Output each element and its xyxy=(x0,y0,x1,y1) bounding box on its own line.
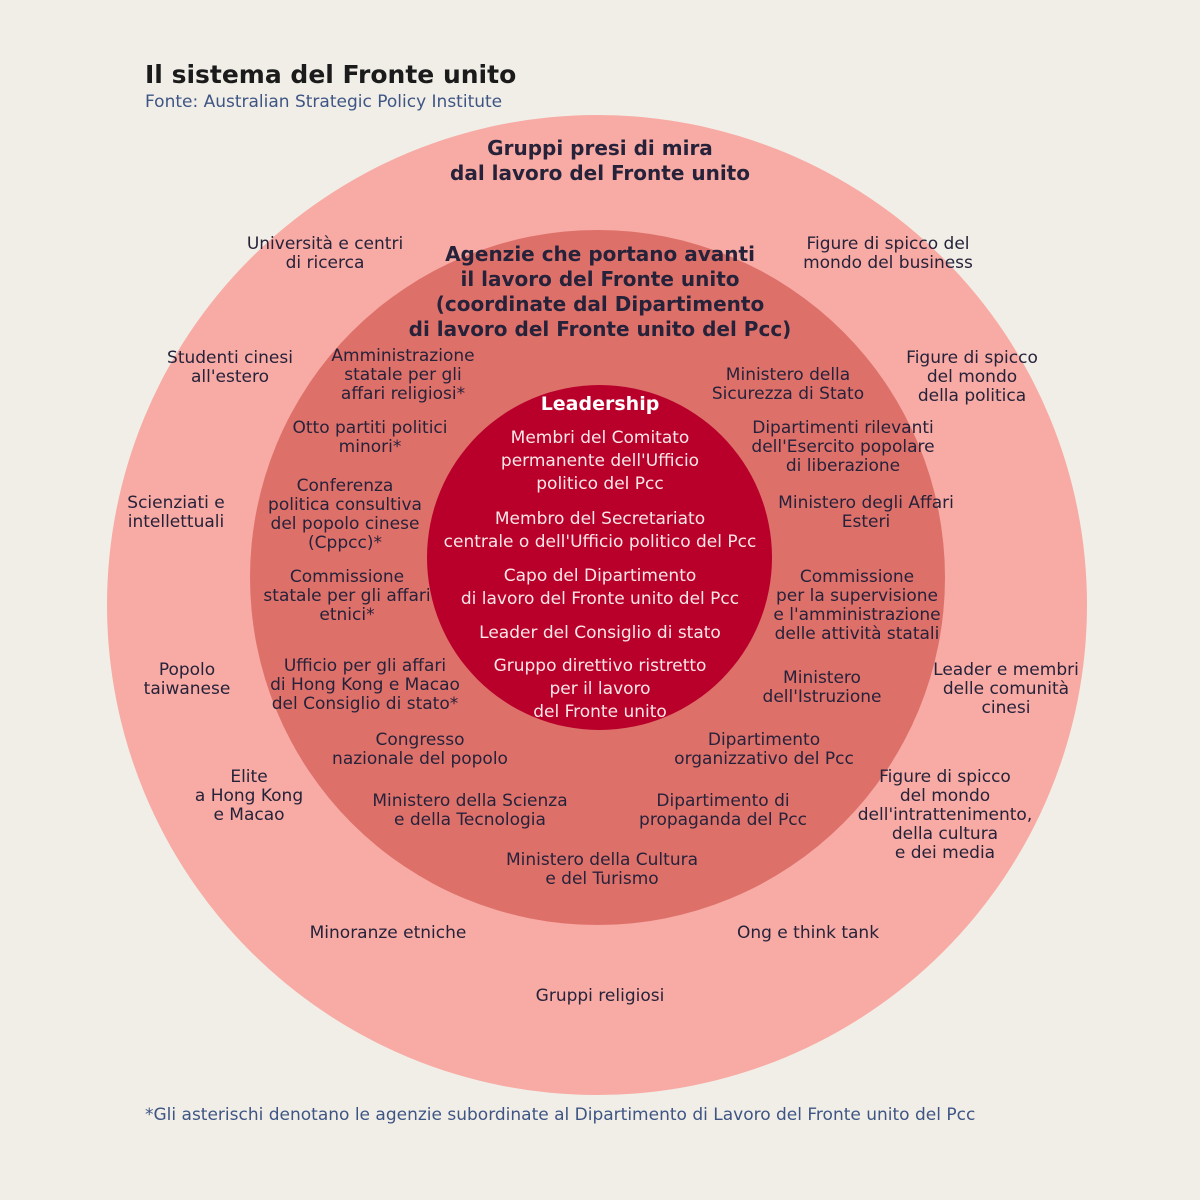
outer-ring-item: Minoranze etniche xyxy=(309,923,467,943)
middle-ring-item: Commissione statale per gli affari etnic… xyxy=(263,567,431,625)
inner-core-leadership xyxy=(427,385,772,730)
leadership-heading: Leadership xyxy=(540,393,660,415)
leadership-item: Membro del Secretariato centrale o dell'… xyxy=(443,509,757,552)
outer-ring-item: Leader e membri delle comunità cinesi xyxy=(933,660,1079,718)
outer-ring-item: Figure di spicco del mondo del business xyxy=(803,234,973,273)
outer-ring-item: Figure di spicco del mondo dell'intratte… xyxy=(857,767,1033,863)
middle-ring-item: Conferenza politica consultiva del popol… xyxy=(268,476,422,553)
diagram-title: Il sistema del Fronte unito xyxy=(145,60,517,89)
outer-ring-item: Scienziati e intellettuali xyxy=(127,493,225,532)
leadership-item: Membri del Comitato permanente dell'Uffi… xyxy=(500,428,700,494)
outer-ring-item: Ong e think tank xyxy=(736,923,880,943)
middle-ring-item: Dipartimento organizzativo del Pcc xyxy=(674,730,854,769)
middle-ring-item: Ufficio per gli affari di Hong Kong e Ma… xyxy=(270,656,460,714)
middle-ring-item: Otto partiti politici minori* xyxy=(292,418,448,457)
diagram-source: Fonte: Australian Strategic Policy Insti… xyxy=(145,92,503,112)
outer-ring-item: Studenti cinesi all'estero xyxy=(167,348,293,387)
middle-ring-item: Dipartimenti rilevanti dell'Esercito pop… xyxy=(751,418,935,476)
footnote: *Gli asterischi denotano le agenzie subo… xyxy=(145,1105,976,1125)
middle-ring-item: Congresso nazionale del popolo xyxy=(332,730,508,769)
middle-ring-item: Amministrazione statale per gli affari r… xyxy=(331,346,475,404)
middle-ring-item: Ministero degli Affari Esteri xyxy=(778,493,954,532)
middle-ring-item: Ministero dell'Istruzione xyxy=(762,668,882,707)
outer-ring-heading: Gruppi presi di mira dal lavoro del Fron… xyxy=(450,136,750,185)
outer-ring-item: Università e centri di ricerca xyxy=(246,234,404,273)
leadership-item: Gruppo direttivo ristretto per il lavoro… xyxy=(493,656,707,722)
outer-ring-item: Figure di spicco del mondo della politic… xyxy=(906,348,1038,406)
outer-ring-item: Gruppi religiosi xyxy=(535,986,665,1006)
middle-ring-heading: Agenzie che portano avanti il lavoro del… xyxy=(408,242,792,341)
middle-ring-item: Ministero della Scienza e della Tecnolog… xyxy=(372,791,568,830)
leadership-item: Leader del Consiglio di stato xyxy=(479,623,721,643)
middle-ring-item: Commissione per la supervisione e l'ammi… xyxy=(773,567,941,644)
outer-ring-item: Popolo taiwanese xyxy=(143,660,231,699)
middle-ring-item: Ministero della Sicurezza di Stato xyxy=(711,365,865,404)
middle-ring-item: Dipartimento di propaganda del Pcc xyxy=(639,791,807,830)
outer-ring-item: Elite a Hong Kong e Macao xyxy=(194,767,304,825)
leadership-item: Capo del Dipartimento di lavoro del Fron… xyxy=(460,566,740,609)
middle-ring-item: Ministero della Cultura e del Turismo xyxy=(505,850,699,889)
